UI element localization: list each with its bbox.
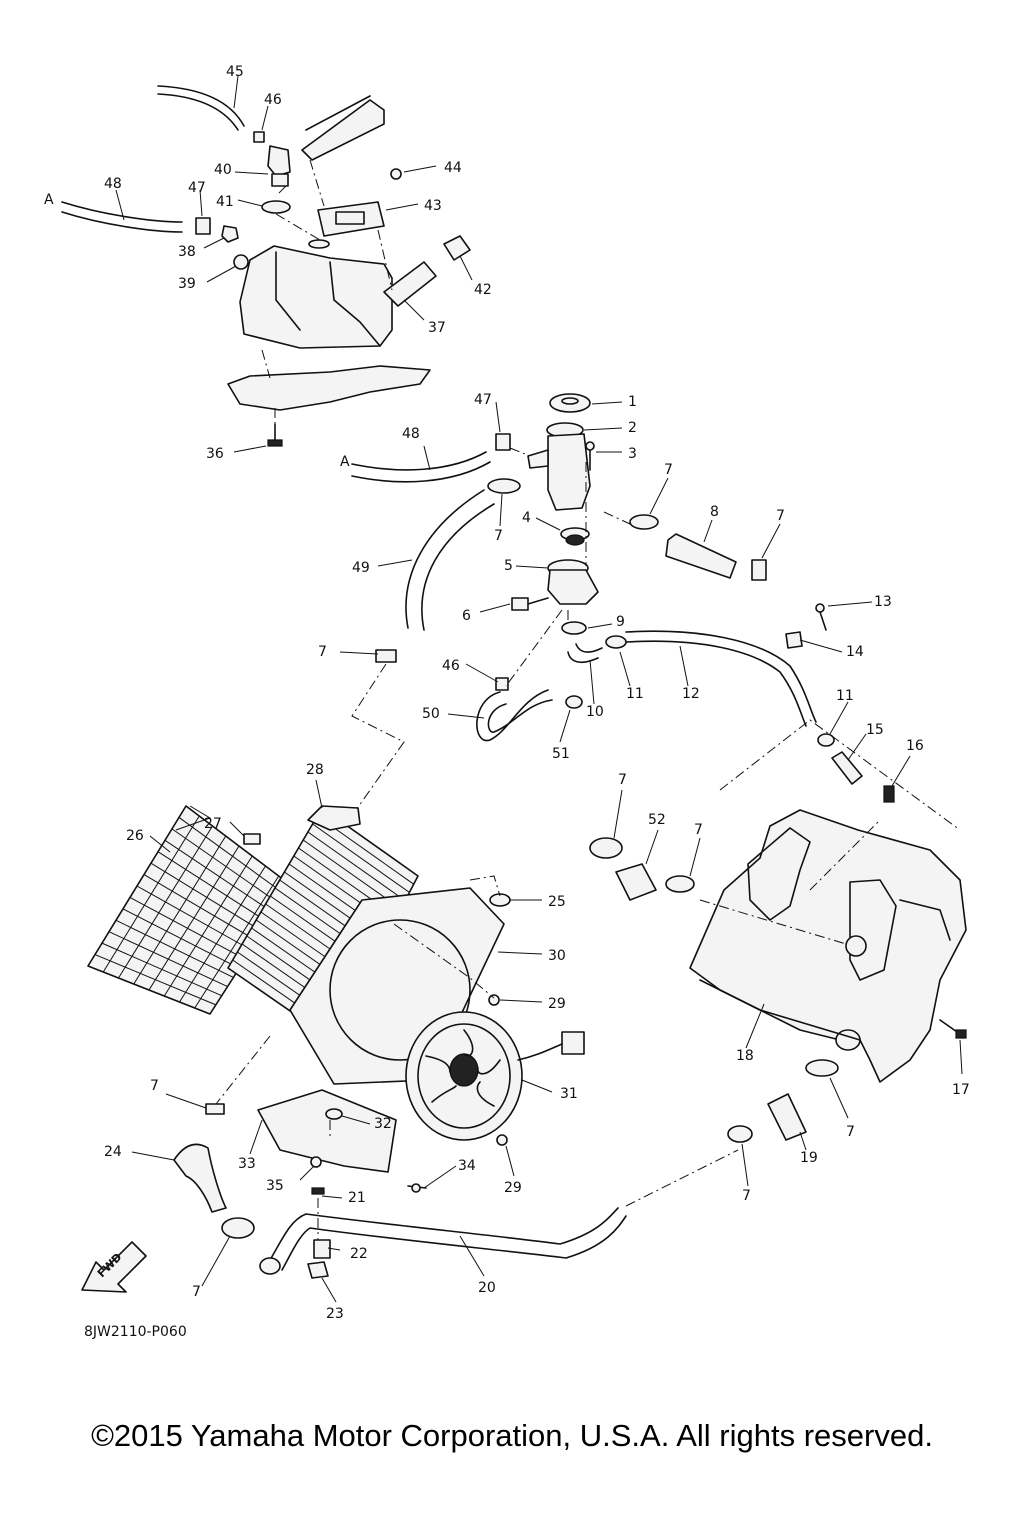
callout-7-c: 7: [494, 528, 503, 544]
callout-46-top: 46: [264, 92, 282, 108]
diagram-code: 8JW2110-P060: [84, 1324, 187, 1340]
callout-7-e: 7: [618, 772, 627, 788]
callout-38: 38: [178, 244, 196, 260]
callout-42: 42: [474, 282, 492, 298]
callout-29-a: 29: [548, 996, 566, 1012]
callout-49: 49: [352, 560, 370, 576]
callout-26: 26: [126, 828, 144, 844]
callout-47-top: 47: [188, 180, 206, 196]
engine-side-assembly: [589, 719, 967, 1187]
callout-7-j: 7: [192, 1284, 201, 1300]
grille-mesh-line: [163, 855, 253, 997]
radiator-fan-assembly: [87, 779, 585, 1199]
callout-41: 41: [216, 194, 234, 210]
callout-45: 45: [226, 64, 244, 80]
reservoir-tank-assembly: [61, 75, 473, 453]
callout-35: 35: [266, 1178, 284, 1194]
callout-34: 34: [458, 1158, 476, 1174]
callout-51: 51: [552, 746, 570, 762]
callout-labels: 45 46 40 44 48 47 41 43 38 39 42 37 47 1…: [104, 64, 970, 1322]
callout-40: 40: [214, 162, 232, 178]
grille-mesh-line: [194, 875, 280, 1009]
callout-4: 4: [522, 510, 531, 526]
callout-21: 21: [348, 1190, 366, 1206]
callout-1: 1: [628, 394, 637, 410]
callout-12: 12: [682, 686, 700, 702]
grille-mesh-line: [179, 865, 266, 1003]
callout-9: 9: [616, 614, 625, 630]
callout-39: 39: [178, 276, 196, 292]
grille-mesh-line: [133, 835, 227, 985]
ref-mark-a-middle: A: [340, 454, 350, 470]
callout-43: 43: [424, 198, 442, 214]
callout-48-top: 48: [104, 176, 122, 192]
callout-17: 17: [952, 1082, 970, 1098]
callout-46-mid: 46: [442, 658, 460, 674]
callout-50: 50: [422, 706, 440, 722]
callout-14: 14: [846, 644, 864, 660]
fwd-arrow-icon: FWD: [81, 1241, 147, 1293]
callout-33: 33: [238, 1156, 256, 1172]
callout-15: 15: [866, 722, 884, 738]
callout-31: 31: [560, 1086, 578, 1102]
callout-32: 32: [374, 1116, 392, 1132]
copyright-notice: ©2015 Yamaha Motor Corporation, U.S.A. A…: [91, 1418, 933, 1453]
callout-37: 37: [428, 320, 446, 336]
callout-7-i: 7: [742, 1188, 751, 1204]
callout-48-mid: 48: [402, 426, 420, 442]
callout-18: 18: [736, 1048, 754, 1064]
radiator-fin-line: [312, 823, 410, 893]
ref-mark-a-top: A: [44, 192, 54, 208]
callout-23: 23: [326, 1306, 344, 1322]
callout-36: 36: [206, 446, 224, 462]
callout-11-b: 11: [836, 688, 854, 704]
callout-10: 10: [586, 704, 604, 720]
callout-16: 16: [906, 738, 924, 754]
callout-28: 28: [306, 762, 324, 778]
lower-hose-assembly: [131, 1035, 739, 1303]
callout-7-a: 7: [664, 462, 673, 478]
callout-7-h: 7: [846, 1124, 855, 1140]
callout-7-g: 7: [150, 1078, 159, 1094]
callout-6: 6: [462, 608, 471, 624]
callout-2: 2: [628, 420, 637, 436]
grille-mesh-line: [118, 825, 213, 979]
grille-mesh-line: [102, 815, 200, 973]
callout-22: 22: [350, 1246, 368, 1262]
callout-7-f: 7: [694, 822, 703, 838]
callout-5: 5: [504, 558, 513, 574]
callout-29-b: 29: [504, 1180, 522, 1196]
grille-mesh-line: [148, 845, 240, 991]
callout-30: 30: [548, 948, 566, 964]
callout-52: 52: [648, 812, 666, 828]
callout-3: 3: [628, 446, 637, 462]
callout-19: 19: [800, 1150, 818, 1166]
callout-27: 27: [204, 816, 222, 832]
callout-8: 8: [710, 504, 719, 520]
callout-24: 24: [104, 1144, 122, 1160]
radiator-fin-line: [307, 831, 406, 902]
callout-44: 44: [444, 160, 462, 176]
callout-7-b: 7: [776, 508, 785, 524]
callout-13: 13: [874, 594, 892, 610]
callout-25: 25: [548, 894, 566, 910]
callout-7-d: 7: [318, 644, 327, 660]
callout-20: 20: [478, 1280, 496, 1296]
thermostat-assembly: [339, 393, 911, 811]
callout-47-mid: 47: [474, 392, 492, 408]
callout-11-a: 11: [626, 686, 644, 702]
